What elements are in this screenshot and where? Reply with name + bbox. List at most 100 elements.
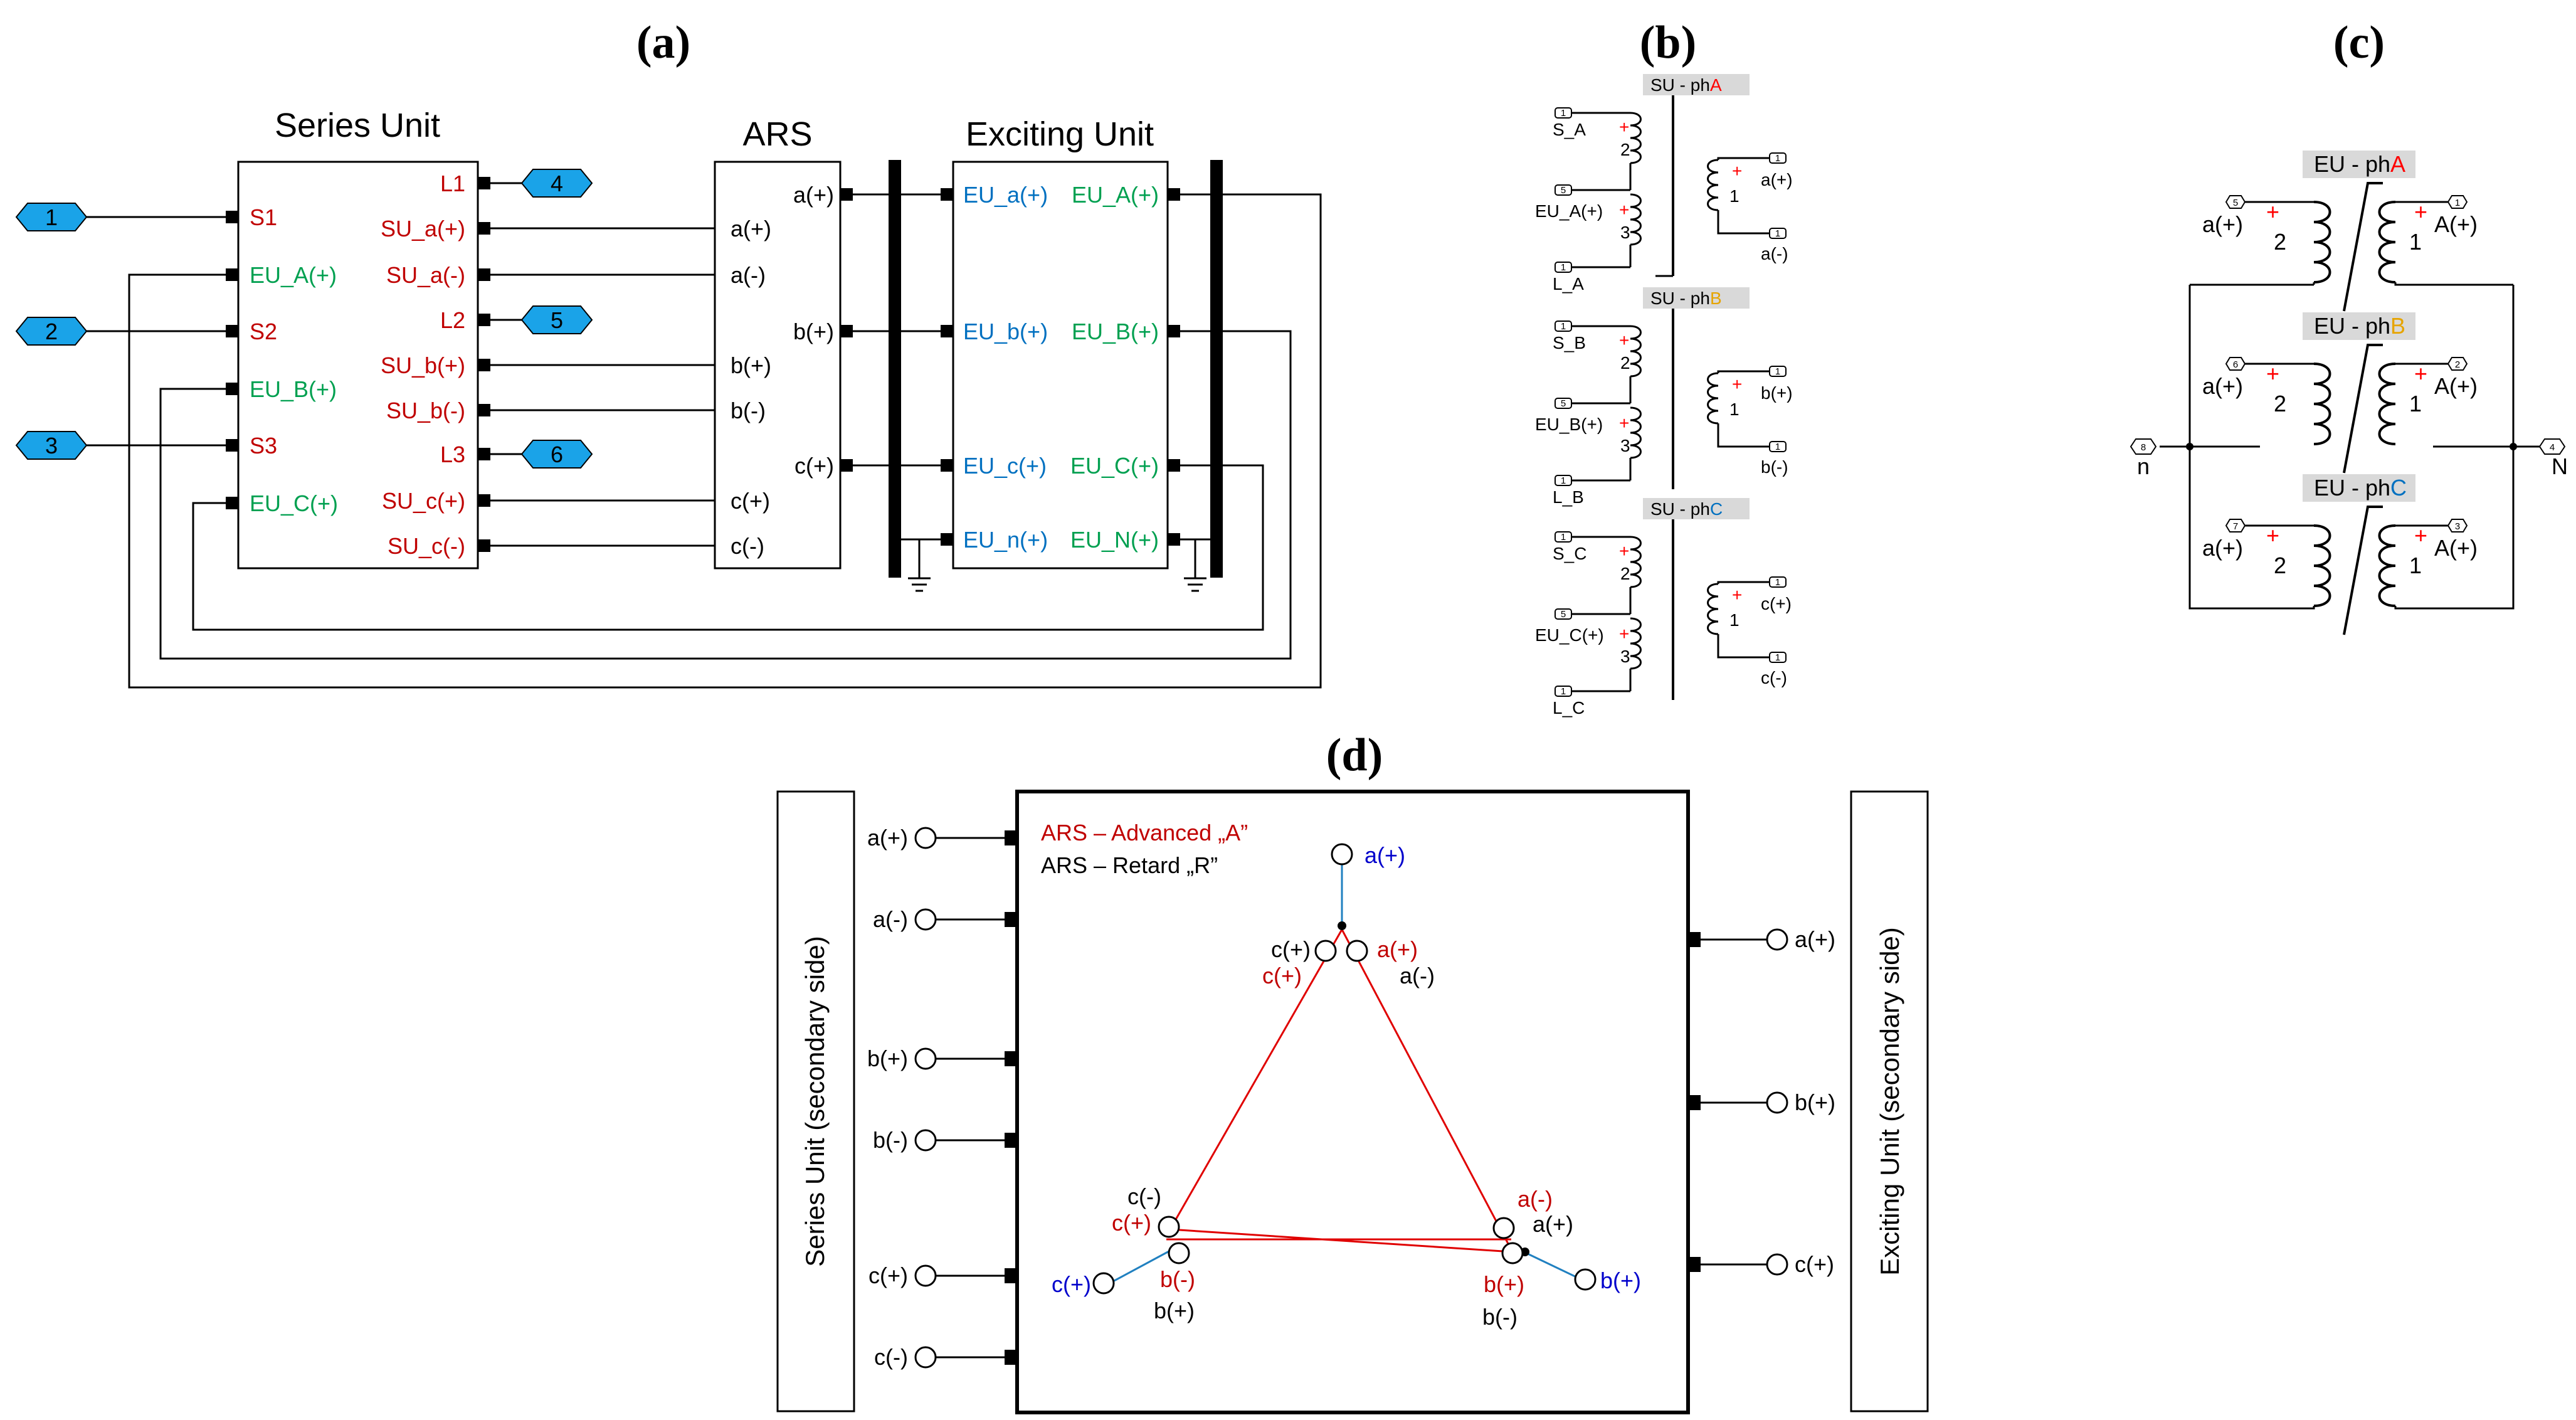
svg-text:2: 2	[2274, 391, 2286, 416]
svg-text:1: 1	[1561, 686, 1566, 697]
su-phase-c: SU - phC 1 S_C 5 EU_C(+) 1 L_C +2 +3 1 1…	[1535, 498, 1792, 718]
svg-text:L_C: L_C	[1553, 698, 1585, 718]
svg-text:a(+): a(+)	[1533, 1211, 1573, 1237]
panel-c: 8 n 4 N EU - phA 5 1 a(+) A(+) +2 +1	[2130, 151, 2568, 635]
ars-pin-b-neg: b(-)	[731, 398, 766, 423]
svg-text:EU_C(+): EU_C(+)	[1535, 625, 1604, 645]
svg-text:6: 6	[551, 442, 563, 467]
su-pin-s1: S1	[250, 204, 277, 230]
eu-pin-c-in: EU_c(+)	[963, 453, 1047, 479]
svg-text:4: 4	[2550, 442, 2555, 453]
input-port-1: 1	[16, 203, 87, 231]
node-top-blue	[1331, 843, 1353, 866]
svg-text:3: 3	[1620, 223, 1630, 242]
svg-text:1: 1	[1775, 366, 1780, 377]
svg-text:c(-): c(-)	[1761, 668, 1787, 687]
svg-text:EU_B(+): EU_B(+)	[1535, 415, 1603, 434]
svg-text:c(-): c(-)	[874, 1344, 908, 1370]
bus-bar-1	[889, 160, 901, 578]
svg-text:b(+): b(+)	[1484, 1271, 1524, 1297]
svg-text:EU - phB: EU - phB	[2314, 313, 2405, 339]
svg-text:c(+): c(+)	[1271, 936, 1311, 962]
top-node-blue-label: a(+)	[1365, 842, 1405, 868]
d-right-ports: a(+) b(+) c(+)	[1687, 926, 1835, 1277]
su-pin-l1: L1	[440, 171, 465, 196]
su-pin-su-a-neg: SU_a(-)	[386, 262, 465, 288]
svg-text:+: +	[1732, 161, 1742, 181]
input-port-2: 2	[16, 317, 87, 346]
svg-text:a(+): a(+)	[2202, 211, 2243, 237]
feedback-wire-b	[159, 330, 1292, 660]
svg-text:+: +	[2266, 522, 2279, 548]
exciting-unit-title: Exciting Unit	[966, 115, 1154, 153]
ars-pin-b-pos: b(+)	[731, 352, 771, 378]
svg-text:a(+): a(+)	[1795, 926, 1835, 952]
output-port-4: 4	[521, 169, 593, 198]
eu-pin-n-in: EU_n(+)	[963, 527, 1048, 553]
svg-text:1: 1	[2409, 553, 2422, 578]
eu-phase-c: EU - phC 7 3 a(+) A(+) +2 +1	[2202, 474, 2478, 635]
eu-pin-c-out: EU_C(+)	[1070, 453, 1159, 479]
svg-text:N: N	[2552, 453, 2568, 479]
svg-text:S_B: S_B	[1553, 333, 1586, 352]
su-pin-eu-c: EU_C(+)	[250, 490, 338, 516]
feedback-wire-c	[192, 464, 1264, 631]
svg-text:5: 5	[1561, 185, 1566, 196]
legend-advanced: ARS – Advanced „A”	[1041, 820, 1248, 845]
ars-pin-a-neg: a(-)	[731, 262, 766, 288]
svg-text:n: n	[2137, 453, 2150, 479]
svg-text:+: +	[1619, 413, 1629, 433]
svg-text:c(+): c(+)	[868, 1263, 908, 1288]
ground-symbol-ars	[908, 538, 941, 592]
ars-out-a: a(+)	[793, 182, 834, 208]
svg-text:a(-): a(-)	[873, 906, 908, 932]
svg-text:1: 1	[1775, 228, 1780, 239]
panel-label-c: (c)	[2333, 17, 2385, 68]
ars-pin-a-pos: a(+)	[731, 216, 771, 241]
eu-pin-b-out: EU_B(+)	[1072, 319, 1159, 344]
svg-text:+: +	[2266, 361, 2279, 386]
svg-text:1: 1	[1729, 400, 1739, 419]
eu-pin-a-in: EU_a(+)	[963, 182, 1048, 208]
svg-text:4: 4	[551, 171, 563, 196]
svg-text:3: 3	[45, 433, 58, 458]
panel-a: Series Unit ARS Exciting Unit 1 2 3 4	[16, 107, 1322, 689]
svg-text:7: 7	[2233, 521, 2238, 532]
su-pin-s3: S3	[250, 433, 277, 458]
ars-title: ARS	[742, 115, 812, 153]
svg-text:+: +	[2414, 361, 2427, 386]
svg-text:b(-): b(-)	[873, 1127, 908, 1153]
svg-text:c(+): c(+)	[1795, 1251, 1834, 1277]
svg-text:b(+): b(+)	[867, 1046, 908, 1071]
svg-text:+: +	[1619, 331, 1629, 350]
svg-text:b(-): b(-)	[1761, 457, 1788, 477]
su-phase-b: SU - phB 1 S_B 5 EU_B(+) 1 L_B +2 +3 1 1…	[1535, 287, 1793, 507]
ars-pin-c-neg: c(-)	[731, 533, 764, 559]
svg-text:b(-): b(-)	[1160, 1266, 1195, 1292]
svg-text:+: +	[1619, 117, 1629, 137]
svg-text:EU - phC: EU - phC	[2314, 475, 2407, 501]
svg-text:b(+): b(+)	[1600, 1268, 1641, 1293]
svg-text:1: 1	[1561, 321, 1566, 332]
exciting-unit-secondary-label: Exciting Unit (secondary side)	[1875, 927, 1904, 1276]
svg-text:a(+): a(+)	[1761, 170, 1793, 189]
panel-d: Series Unit (secondary side) Exciting Un…	[776, 790, 1929, 1414]
svg-text:c(+): c(+)	[1112, 1210, 1151, 1236]
neutral-port-left: 8 n	[2130, 438, 2157, 479]
svg-text:1: 1	[1561, 475, 1566, 486]
eu-pin-b-in: EU_b(+)	[963, 319, 1048, 344]
svg-text:2: 2	[2274, 553, 2286, 578]
svg-text:1: 1	[1729, 610, 1739, 630]
svg-text:1: 1	[45, 204, 58, 230]
d-left-ports: a(+) a(-) b(+) b(-) c(+) c(-)	[867, 825, 1018, 1370]
svg-text:L_B: L_B	[1553, 487, 1584, 507]
svg-text:a(-): a(-)	[1761, 244, 1788, 263]
svg-text:+: +	[1732, 585, 1742, 605]
svg-text:c(+): c(+)	[1262, 963, 1302, 988]
svg-text:c(+): c(+)	[1052, 1271, 1091, 1297]
svg-text:1: 1	[1775, 577, 1780, 588]
svg-text:+: +	[1619, 200, 1629, 220]
svg-text:L_A: L_A	[1553, 274, 1584, 294]
svg-text:1: 1	[2455, 198, 2460, 208]
